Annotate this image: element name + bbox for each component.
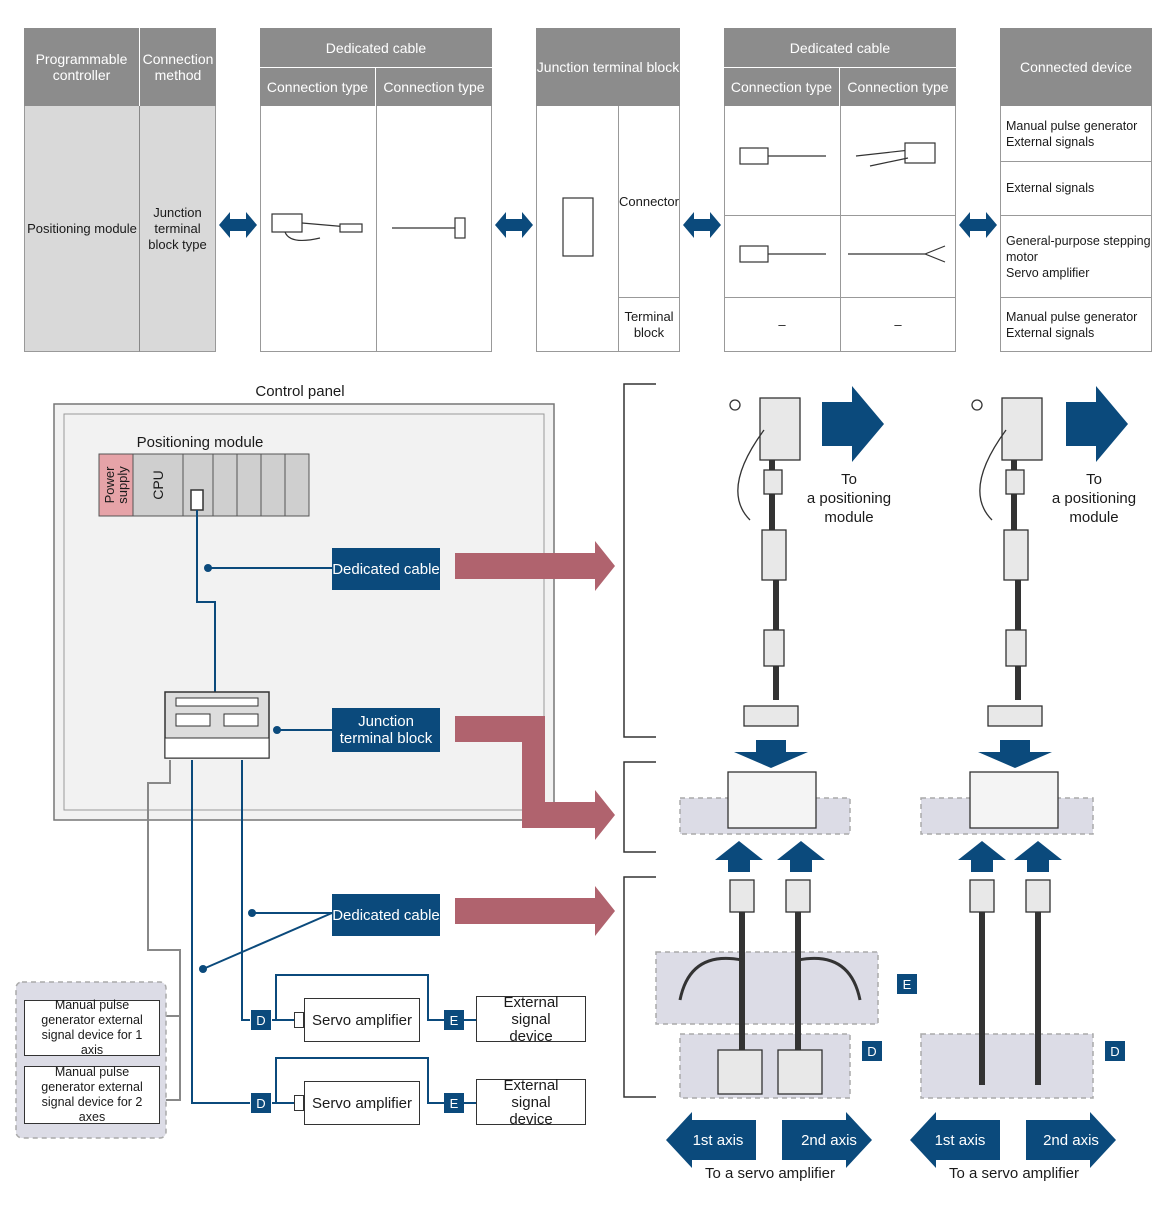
device-row-1: Manual pulse generator External signals [1006,118,1138,149]
device-row-3: General-purpose stepping motor Servo amp… [1006,233,1151,280]
header-connected-device: Connected device [1000,28,1152,106]
cell-connector: Connector [619,193,679,209]
device-divider-1 [1000,161,1152,162]
rose-arrow-icon-1 [455,541,615,591]
cell-dash-2: – [894,317,902,332]
cell-divider-3h [618,297,680,298]
brackets [623,383,656,1098]
right-arrow-icon-2 [1066,386,1128,462]
cell-positioning-module: Positioning module [24,106,140,352]
tag-e-3: E [897,974,917,994]
rose-arrow-icon-3 [455,886,615,936]
double-arrow-icon-4 [959,212,997,238]
servo-amplifier-1: Servo amplifier [304,998,420,1042]
up-arrow-icon-3 [958,841,1006,872]
axis-label-2nd-left: 2nd axis [801,1131,857,1149]
axis-arrow-2 [782,1112,872,1168]
cell-junction-block [536,106,680,352]
device-divider-2 [1000,215,1152,216]
servo-port-1 [294,1012,304,1028]
cell-junction-terminal-block-type: Junction terminal block type [140,106,216,352]
header-connection-type-2a: Connection type [724,68,840,106]
header-programmable-controller: Programmable controller [24,28,140,106]
axis-arrow-1 [666,1112,756,1168]
double-arrow-icon-2 [495,212,533,238]
axis-label-1st-right: 1st axis [934,1131,986,1149]
cell-divider-3 [618,106,619,352]
tag-d-4: D [1105,1041,1125,1061]
double-arrow-icons [219,212,997,238]
to-servo-amplifier-right: To a servo amplifier [948,1165,1080,1182]
table-cable-illustrations [271,142,946,263]
up-arrow-icon-2 [777,841,825,872]
header-connection-type-1b: Connection type [376,68,492,106]
axis-label-1st-left: 1st axis [692,1131,744,1149]
cell-terminal-block: Terminal block [624,308,674,340]
navy-wiring [191,510,476,1104]
cell-divider-4h1 [724,215,956,216]
rose-arrow-icon-2 [455,716,615,840]
down-arrow-icon-1 [734,740,808,768]
tag-e-2: E [444,1093,464,1113]
down-arrow-icon-2 [978,740,1052,768]
to-positioning-module-2: To a positioning module [1051,471,1137,526]
device-divider-3 [1000,297,1152,298]
axis-label-2nd-right: 2nd axis [1043,1131,1099,1149]
header-connection-type-1a: Connection type [260,68,376,106]
axis-arrow-4 [1026,1112,1116,1168]
servo-port-2 [294,1095,304,1111]
positioning-module-label: Positioning module [136,434,264,451]
dedicated-cable-label-2: Dedicated cable [332,894,440,936]
panel-junction-block [164,691,270,759]
axis-arrow-3 [910,1112,1000,1168]
device-row-2: External signals [1006,181,1095,195]
header-dedicated-cable-2: Dedicated cable [724,28,956,68]
tag-d-3: D [862,1041,882,1061]
header-connection-method: Connection method [140,28,216,106]
to-positioning-module-1: To a positioning module [806,471,892,526]
mpg-device-2-axes: Manual pulse generator external signal d… [24,1065,160,1124]
navy-arrow-icons [666,386,1128,1168]
tag-d-2: D [251,1093,271,1113]
tag-e-1: E [444,1010,464,1030]
junction-terminal-block-label: Junction terminal block [332,708,440,752]
control-panel-label: Control panel [255,383,345,400]
external-signal-device-2: External signal device [476,1077,586,1128]
cell-devices [1000,106,1152,352]
power-supply-label: Power supply [102,466,131,504]
servo-amplifier-2: Servo amplifier [304,1081,420,1125]
right-arrow-icon-1 [822,386,884,462]
cell-divider-4h2 [724,297,956,298]
double-arrow-icon-3 [683,212,721,238]
dedicated-cable-label-1: Dedicated cable [332,548,440,590]
header-junction-terminal-block: Junction terminal block [536,28,680,106]
up-arrow-icon-1 [715,841,763,872]
external-signal-device-1: External signal device [476,994,586,1045]
double-arrow-icon-1 [219,212,257,238]
right-cables [678,397,1059,1095]
cell-dash-1: – [778,317,786,332]
to-servo-amplifier-left: To a servo amplifier [704,1165,836,1182]
header-dedicated-cable-1: Dedicated cable [260,28,492,68]
cell-divider-4 [840,106,841,352]
header-connection-type-2b: Connection type [840,68,956,106]
wiring-dots [199,564,281,973]
tag-d-1: D [251,1010,271,1030]
mpg-device-1-axis: Manual pulse generator external signal d… [24,998,160,1057]
positioning-module-rack [98,453,310,517]
cell-divider-1 [376,106,377,352]
rose-arrow-icons [455,541,615,936]
up-arrow-icon-4 [1014,841,1062,872]
device-row-4: Manual pulse generator External signals [1006,310,1138,340]
cpu-label: CPU [150,470,166,500]
